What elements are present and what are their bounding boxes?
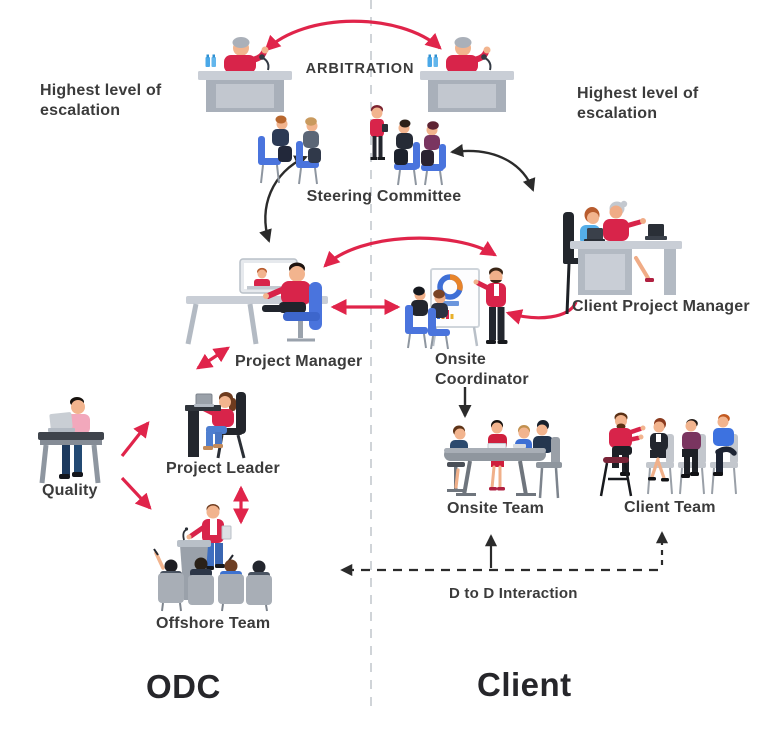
escalation-note-left: Highest level of escalation <box>40 82 162 120</box>
arbitration-label: ARBITRATION <box>305 61 415 77</box>
client-project-manager-label: Client Project Manager <box>572 298 750 315</box>
client-zone-title: Client <box>477 666 572 703</box>
d2d-interaction-label: D to D Interaction <box>449 585 578 602</box>
steering-committee-illustration <box>258 105 446 186</box>
arrow-steering-projectmanager <box>259 155 308 243</box>
client-team-illustration <box>599 412 738 497</box>
project-manager-illustration <box>185 258 328 345</box>
project-leader-illustration <box>185 392 246 459</box>
client-team-label: Client Team <box>624 499 716 516</box>
arrow-quality-projectleader <box>120 421 150 457</box>
offshore-team-label: Offshore Team <box>156 615 271 632</box>
project-leader-label: Project Leader <box>166 460 280 477</box>
arrow-steering-clientpm <box>450 144 536 192</box>
project-manager-label: Project Manager <box>235 353 363 370</box>
arrow-arbitration <box>264 19 442 52</box>
arrow-clientpm-onsitecoordinator <box>505 301 578 325</box>
quality-label: Quality <box>42 482 98 499</box>
offshore-team-illustration <box>153 504 272 612</box>
escalation-note-right: Highest level of escalation <box>577 85 699 123</box>
steering-committee-label: Steering Committee <box>306 188 462 205</box>
arrow-quality-offshoreteam <box>120 476 152 510</box>
onsite-team-illustration <box>444 420 562 499</box>
arrow-pm-client-arc <box>323 236 498 268</box>
onsite-team-label: Onsite Team <box>447 500 545 517</box>
arrow-pm-projectleader <box>196 346 230 370</box>
onsite-coordinator-label: Onsite Coordinator <box>435 351 529 389</box>
odc-zone-title: ODC <box>146 668 221 705</box>
client-project-manager-illustration <box>563 200 682 315</box>
arbitration-left-illustration <box>198 37 292 112</box>
onsite-coordinator-illustration <box>405 267 508 350</box>
quality-illustration <box>38 397 104 484</box>
